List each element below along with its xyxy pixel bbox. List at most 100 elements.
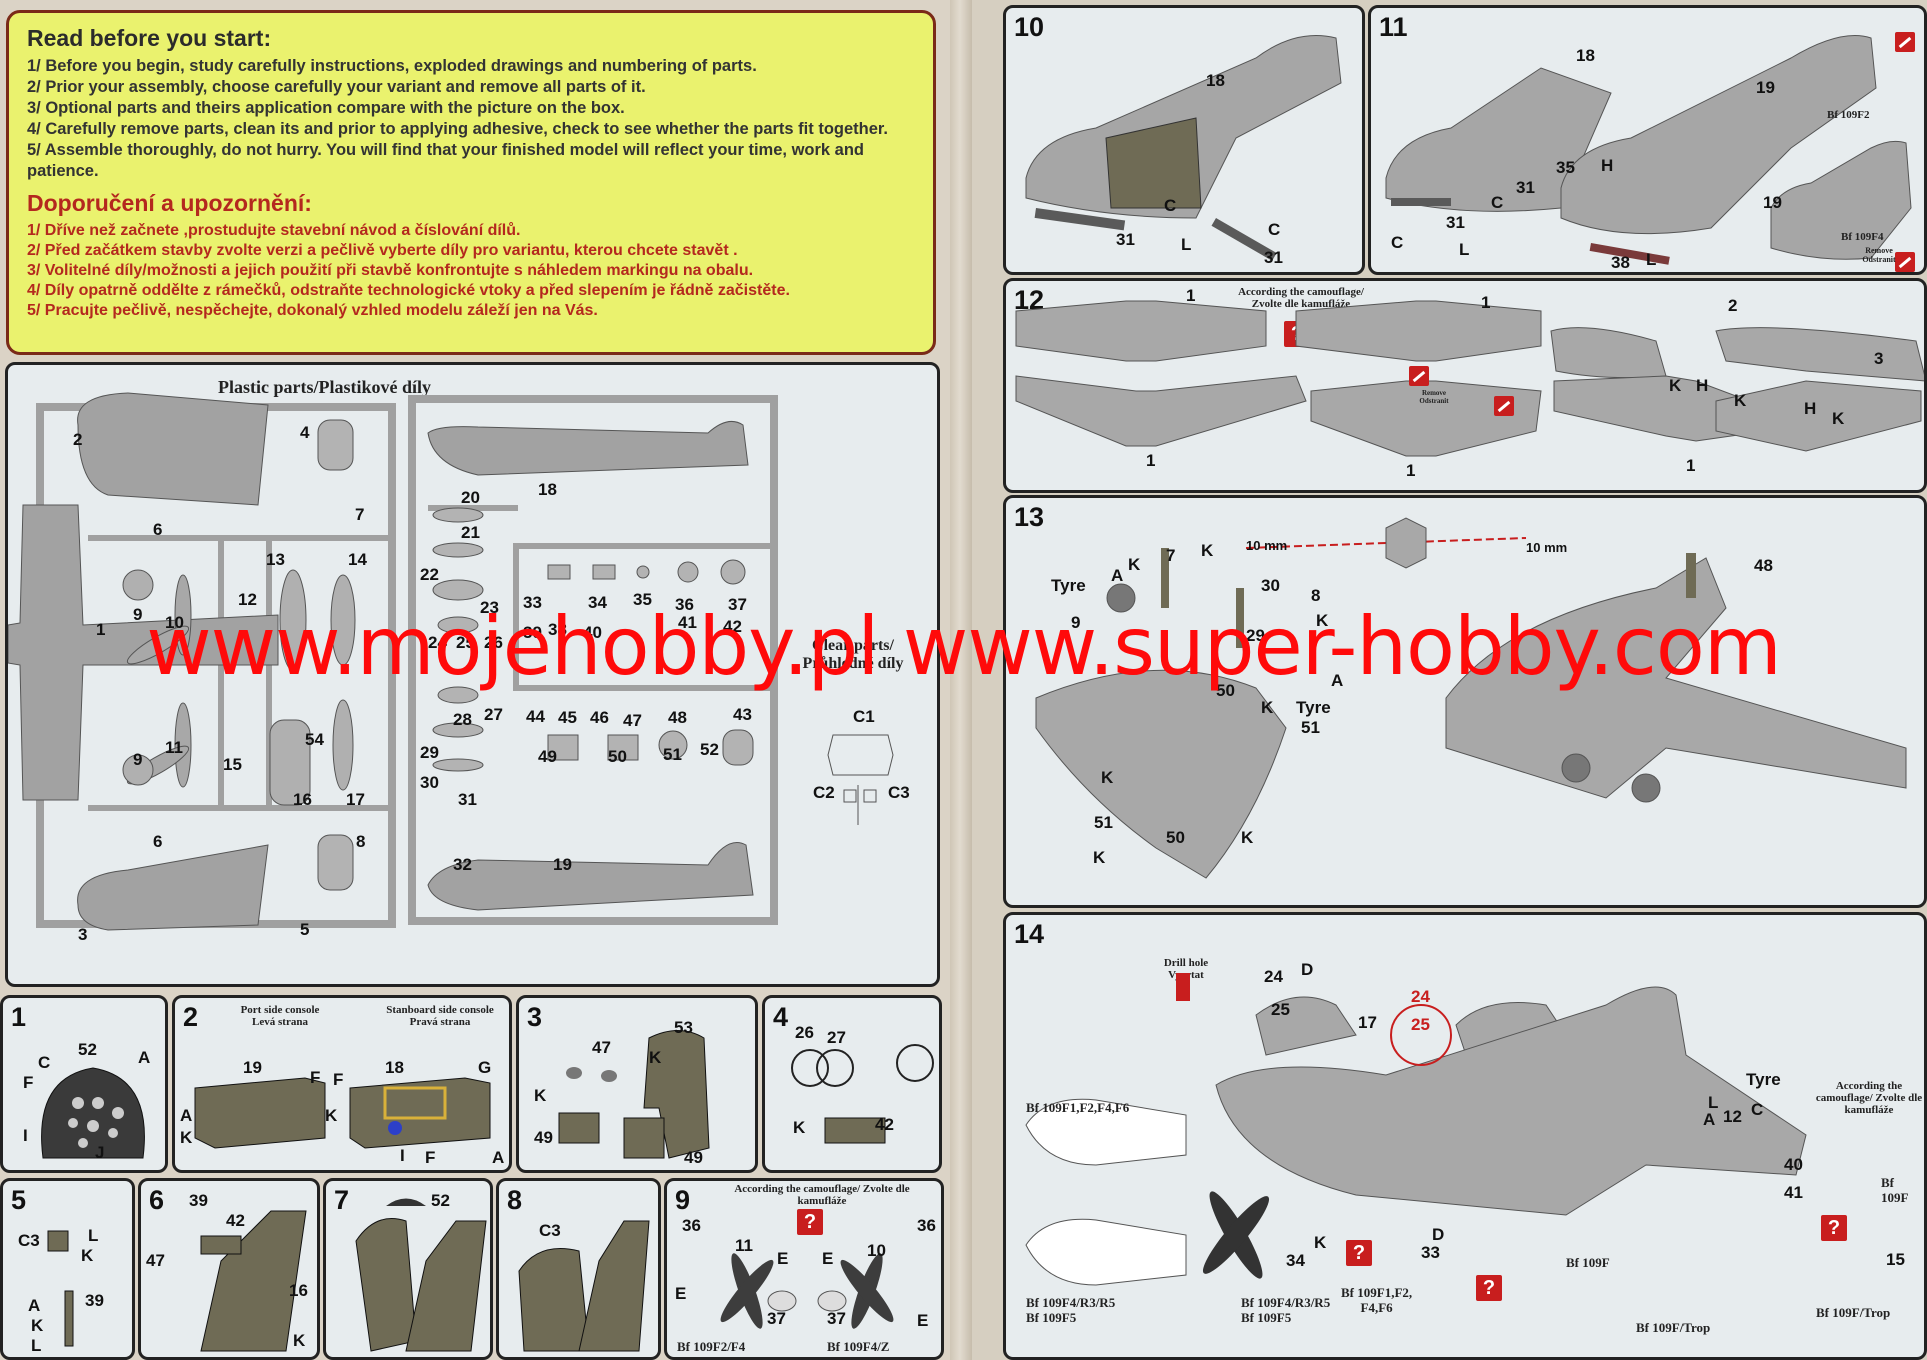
callout: 25 [1411, 1015, 1430, 1034]
part-number: 30 [420, 773, 439, 792]
step-6-panel: 6 39 42 47 16 K [138, 1178, 320, 1360]
callout: A [180, 1106, 193, 1125]
part-number: 52 [700, 740, 719, 759]
part-number: 8 [356, 832, 366, 851]
callout: C [1751, 1100, 1764, 1119]
part-number: 48 [668, 708, 687, 727]
variant-label: Bf 109F1,F2,F4,F6 [1026, 1100, 1130, 1115]
callout: 36 [917, 1216, 936, 1235]
callout: 42 [226, 1211, 245, 1230]
part-number: 44 [526, 707, 545, 726]
callout: K [1832, 409, 1845, 428]
part-number: 6 [153, 832, 163, 851]
camouflage-note: According the camouflage/ Zvolte dle kam… [1815, 1080, 1923, 1116]
callout: 24 [1264, 967, 1283, 986]
callout: 33 [1421, 1243, 1440, 1262]
instruction-line-cz: 3/ Volitelné díly/možnosti a jejich použ… [27, 262, 754, 279]
step-number: 10 [1014, 12, 1045, 42]
variant-label: Bf 109F4/R3/R5 Bf 109F5 [1026, 1295, 1116, 1325]
callout: 31 [1116, 230, 1135, 249]
callout: 48 [1754, 556, 1773, 575]
step-number: 2 [183, 1002, 199, 1032]
callout: 17 [1358, 1013, 1377, 1032]
step-9-panel: 9 According the camouflage/ Zvolte dle k… [664, 1178, 944, 1360]
step-number: 9 [675, 1185, 691, 1215]
callout: L [31, 1336, 42, 1355]
clear-parts-title: Clear parts/ Průhledné díly [802, 637, 904, 672]
callout: L [88, 1226, 99, 1245]
callout: 34 [1286, 1251, 1305, 1270]
variant-label: Bf 109F2 [1827, 109, 1870, 121]
callout: 39 [189, 1191, 208, 1210]
part-number: 42 [723, 617, 742, 636]
callout: 51 [1301, 718, 1320, 737]
callout: 2 [1728, 296, 1738, 315]
parts-title: Plastic parts/Plastikové díly [218, 377, 431, 397]
callout: K [1314, 1233, 1327, 1252]
instructions-box: Read before you start: 1/ Before you beg… [6, 10, 936, 355]
clear-part-number: C2 [813, 783, 835, 802]
callout: 1 [1686, 456, 1696, 475]
callout: K [1101, 768, 1114, 787]
callout: 38 [1611, 253, 1630, 272]
callout: 10 mm [1246, 538, 1288, 553]
clear-part-number: C1 [853, 707, 875, 726]
instruction-line: 5/ Assemble thoroughly, do not hurry. Yo… [27, 141, 865, 180]
callout: F [310, 1068, 321, 1087]
part-number: 43 [733, 705, 752, 724]
callout: 31 [1264, 248, 1283, 267]
console-drawing [194, 1077, 491, 1149]
callout: 11 [735, 1236, 753, 1255]
callout: C [1268, 220, 1281, 239]
variant-label: Bf 109F [1566, 1255, 1610, 1270]
callout: 18 [385, 1058, 404, 1077]
variant-label: Bf 109F/Trop [1636, 1320, 1711, 1335]
step-number: 11 [1379, 12, 1408, 42]
remove-badge [1494, 396, 1514, 416]
remove-badge [1895, 252, 1915, 272]
camouflage-note: According the camouflage/ Zvolte dle kam… [1238, 286, 1364, 310]
callout: 42 [875, 1115, 894, 1134]
part-number: 21 [461, 523, 480, 542]
part-number: 18 [538, 480, 557, 499]
starboard-console-note: Stanboard side console Pravá strana [386, 1004, 494, 1028]
callout: 16 [289, 1281, 308, 1300]
variant-label: Bf 109F/Trop [1816, 1305, 1891, 1320]
callout: 29 [1246, 626, 1265, 645]
callout: 1 [1481, 293, 1491, 312]
callout: Tyre [1051, 576, 1086, 595]
remove-note: Remove Odstranit [1862, 246, 1896, 264]
callout: 24 [1411, 987, 1430, 1006]
step-14-panel: 14 Drill hole Vyvrtat 24 D 25 17 24 25 T… [1003, 912, 1927, 1360]
part-number: 50 [608, 747, 627, 766]
callout: 52 [431, 1191, 450, 1210]
step-number: 6 [149, 1185, 165, 1215]
callout: 37 [767, 1309, 786, 1328]
callout: I [400, 1146, 405, 1165]
part-number: 54 [305, 730, 324, 749]
callout: K [1201, 541, 1214, 560]
part-number: 15 [223, 755, 242, 774]
callout: L [1708, 1093, 1719, 1112]
step-number: 1 [11, 1002, 27, 1032]
variant-label: Bf 109F4/R3/R5 Bf 109F5 [1241, 1295, 1331, 1325]
callout: D [1432, 1225, 1445, 1244]
callout: A [1703, 1110, 1716, 1129]
callout: 51 [1094, 813, 1113, 832]
callout: L [1459, 240, 1470, 259]
part-number: 2 [73, 430, 83, 449]
callout: 12 [1723, 1107, 1742, 1126]
callout: 19 [1763, 193, 1782, 212]
part-number: 34 [588, 593, 607, 612]
part-number: 20 [461, 488, 480, 507]
instruction-line-cz: 5/ Pracujte pečlivě, nespěchejte, dokona… [27, 302, 598, 319]
variant-label: Bf 109F [1881, 1175, 1909, 1205]
callout: Tyre [1746, 1070, 1781, 1089]
stick-drawing [47, 1230, 74, 1347]
callout: K [31, 1316, 44, 1335]
wing-assembly-drawing [1015, 300, 1924, 457]
callout: K [1261, 698, 1274, 717]
callout: A [138, 1048, 151, 1067]
callout: A [1331, 671, 1344, 690]
part-number: 4 [300, 423, 310, 442]
